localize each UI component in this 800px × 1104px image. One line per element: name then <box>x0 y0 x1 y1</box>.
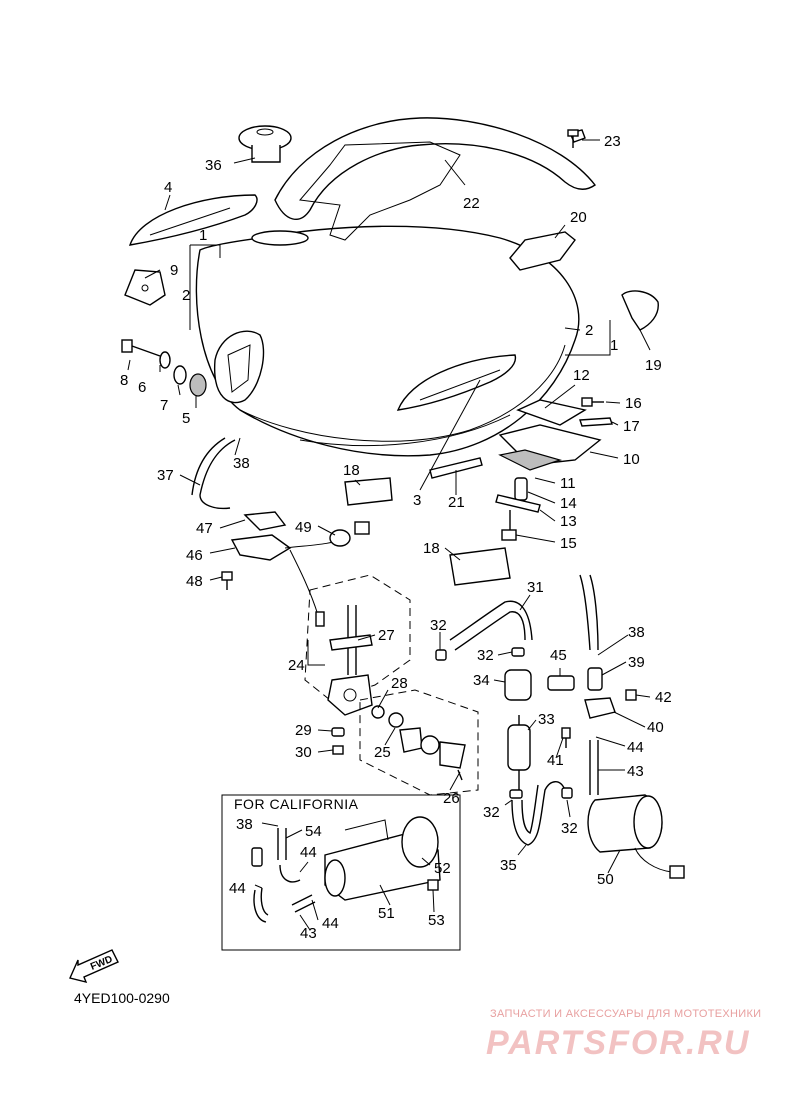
callout-labels: 1 1 2 2 3 4 5 6 7 8 9 10 11 12 13 14 15 … <box>120 133 672 942</box>
tank-rear-cover <box>274 117 597 241</box>
callout-38: 38 <box>233 455 250 472</box>
callout-24: 24 <box>288 657 305 674</box>
callout-32: 32 <box>483 804 500 821</box>
tank-rear-pad <box>621 290 659 331</box>
callout-36: 36 <box>205 157 222 174</box>
callout-15: 15 <box>560 535 577 552</box>
callout-45: 45 <box>550 647 567 664</box>
callout-12: 12 <box>573 367 590 384</box>
callout-29: 29 <box>295 722 312 739</box>
callout-13: 13 <box>560 513 577 530</box>
callout-32: 32 <box>430 617 447 634</box>
callout-47: 47 <box>196 520 213 537</box>
callout-46: 46 <box>186 547 203 564</box>
callout-37: 37 <box>157 467 174 484</box>
callout-44: 44 <box>229 880 246 897</box>
callout-40: 40 <box>647 719 664 736</box>
callout-44: 44 <box>627 739 644 756</box>
fuel-pump <box>587 794 685 879</box>
callout-3: 3 <box>413 492 421 509</box>
callout-30: 30 <box>295 744 312 761</box>
tank-side-badge <box>214 330 265 404</box>
callout-41: 41 <box>547 752 564 769</box>
callout-34: 34 <box>473 672 490 689</box>
callout-7: 7 <box>160 397 168 414</box>
california-inset-title: FOR CALIFORNIA <box>234 796 359 812</box>
callout-8: 8 <box>120 372 128 389</box>
callout-50: 50 <box>597 871 614 888</box>
callout-39: 39 <box>628 654 645 671</box>
callout-52: 52 <box>434 860 451 877</box>
callout-44: 44 <box>322 915 339 932</box>
tank-pads-lower <box>344 457 511 586</box>
callout-11: 11 <box>560 475 576 492</box>
tank-damper-top <box>509 231 576 271</box>
callout-38: 38 <box>628 624 645 641</box>
callout-1: 1 <box>199 227 207 244</box>
callout-33: 33 <box>538 711 555 728</box>
callout-25: 25 <box>374 744 391 761</box>
tank-emblem-left <box>128 194 258 246</box>
callout-20: 20 <box>570 209 587 226</box>
watermark-tagline: ЗАПЧАСТИ И АКСЕССУАРЫ ДЛЯ МОТОТЕХНИКИ <box>490 1008 762 1020</box>
callout-16: 16 <box>625 395 642 412</box>
callout-21: 21 <box>448 494 465 511</box>
callout-43: 43 <box>300 925 317 942</box>
fuel-hose-31 <box>435 600 533 661</box>
callout-32: 32 <box>477 647 494 664</box>
callout-27: 27 <box>378 627 395 644</box>
fuel-tank-body <box>195 225 580 457</box>
mount-bracket-left <box>124 269 166 306</box>
callout-32: 32 <box>561 820 578 837</box>
watermark-logo: PARTSFOR.RU <box>486 1024 751 1062</box>
callout-35: 35 <box>500 857 517 874</box>
callout-54: 54 <box>305 823 322 840</box>
callout-43: 43 <box>627 763 644 780</box>
callout-28: 28 <box>391 675 408 692</box>
callout-10: 10 <box>623 451 640 468</box>
callout-26: 26 <box>443 790 460 807</box>
fuel-hose-35 <box>509 781 573 846</box>
tank-emblem-right <box>396 354 517 411</box>
breather-hose-37 <box>191 437 236 510</box>
diagram-reference-code: 4YED100-0290 <box>74 990 170 1006</box>
bolt-23 <box>567 129 579 148</box>
callout-49: 49 <box>295 519 312 536</box>
callout-5: 5 <box>182 410 190 427</box>
leader-lines <box>127 139 651 931</box>
callout-44: 44 <box>300 844 317 861</box>
callout-22: 22 <box>463 195 480 212</box>
callout-38: 38 <box>236 816 253 833</box>
callout-6: 6 <box>138 379 146 396</box>
callout-31: 31 <box>527 579 544 596</box>
callout-23: 23 <box>604 133 621 150</box>
california-inset <box>221 794 461 951</box>
bolt-assembly-left <box>121 339 207 397</box>
callout-14: 14 <box>560 495 577 512</box>
callout-42: 42 <box>655 689 672 706</box>
callout-53: 53 <box>428 912 445 929</box>
callout-4: 4 <box>164 179 172 196</box>
callout-19: 19 <box>645 357 662 374</box>
fuel-sender-unit <box>221 511 370 627</box>
callout-2: 2 <box>182 287 190 304</box>
callout-18: 18 <box>343 462 360 479</box>
callout-48: 48 <box>186 573 203 590</box>
fuel-cap <box>238 125 292 163</box>
fuel-cock-assembly <box>304 574 479 796</box>
vacuum-hoses-right <box>547 574 637 795</box>
fuel-filter <box>504 669 532 790</box>
callout-9: 9 <box>170 262 178 279</box>
mount-bracket-right <box>495 397 613 541</box>
callout-51: 51 <box>378 905 395 922</box>
callout-2: 2 <box>585 322 593 339</box>
fwd-arrow: FWD <box>69 949 119 984</box>
callout-1: 1 <box>610 337 618 354</box>
callout-17: 17 <box>623 418 640 435</box>
callout-18: 18 <box>423 540 440 557</box>
